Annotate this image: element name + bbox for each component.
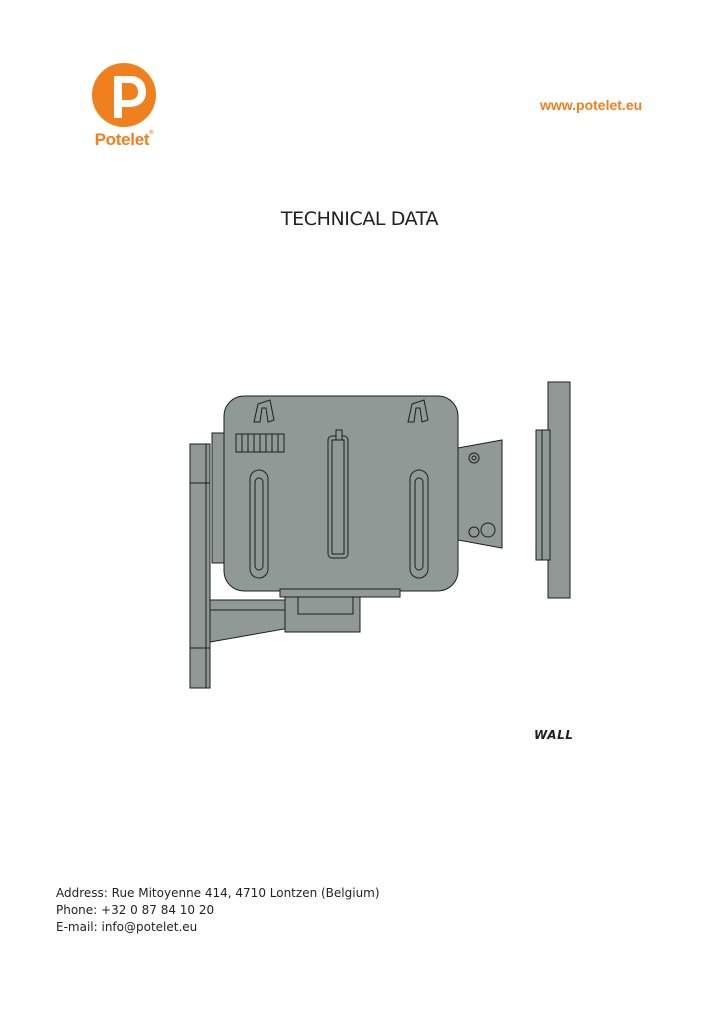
contact-block: Address: Rue Mitoyenne 414, 4710 Lontzen… [56,885,380,936]
housing-base [279,588,401,598]
wall-plate-right [547,381,571,599]
contact-address: Address: Rue Mitoyenne 414, 4710 Lontzen… [56,886,380,900]
brand-name: Potelet [94,130,150,149]
wall-mount-drawing [180,378,580,694]
website-link[interactable]: www.potelet.eu [540,97,643,113]
side-connector [457,439,503,549]
contact-email[interactable]: E-mail: info@potelet.eu [56,920,198,934]
brand-logo: Potelet® [84,62,164,152]
wall-plate-left [189,443,211,689]
contact-phone[interactable]: Phone: +32 0 87 84 10 20 [56,903,215,917]
wall-label: WALL [534,728,574,742]
potelet-p-logo-icon [92,63,156,127]
page-title: TECHNICAL DATA [280,208,439,230]
registered-mark: ® [149,130,154,136]
wall-mounted-device-diagram [189,381,571,689]
brand-wordmark: Potelet® [84,130,164,150]
